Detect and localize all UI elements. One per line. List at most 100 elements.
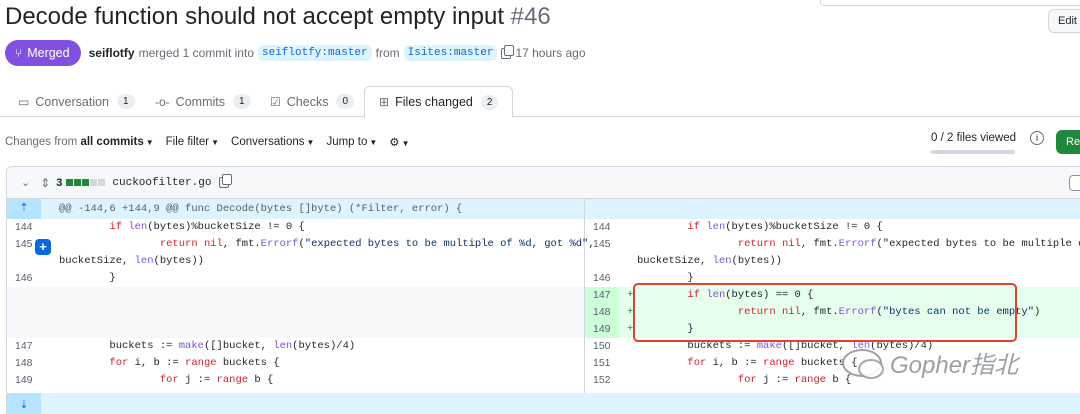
- tab-label: Conversation: [35, 94, 109, 109]
- code-line: for i, b := range buckets {: [109, 357, 280, 369]
- base-branch[interactable]: seiflotfy:master: [258, 45, 372, 61]
- info-icon[interactable]: i: [1030, 131, 1044, 145]
- changes-from-menu[interactable]: Changes from all commits▼: [5, 136, 154, 148]
- code-line-wrap: bucketSize, len(bytes)): [637, 255, 782, 267]
- files-viewed: 0 / 2 files viewed: [931, 132, 1017, 144]
- added-line-gutter: [585, 287, 619, 304]
- line-number[interactable]: 149: [593, 323, 611, 335]
- merge-icon: ⑂: [15, 46, 23, 60]
- hunk-header-text: @@ -144,6 +144,9 @@ func Decode(bytes []…: [59, 203, 463, 215]
- file-header: ⌄ ⇕ 3 cuckoofilter.go: [7, 167, 1080, 199]
- code-line-wrap: bucketSize, len(bytes)): [59, 255, 204, 267]
- code-line: buckets := make([]bucket, len(bytes)/4): [59, 340, 356, 352]
- tab-count: 1: [117, 94, 135, 109]
- settings-menu[interactable]: ⚙▼: [389, 135, 409, 149]
- expand-down-icon[interactable]: ⇣: [7, 393, 41, 414]
- code-line: }: [637, 323, 694, 335]
- line-number[interactable]: 147: [15, 340, 33, 352]
- conversations-label: Conversations: [231, 136, 305, 148]
- line-number[interactable]: 144: [593, 221, 611, 233]
- added-line-bg: [619, 287, 1080, 304]
- edit-button[interactable]: Edit: [1048, 9, 1080, 33]
- code-line: if len(bytes)%bucketSize != 0 {: [687, 221, 883, 233]
- copy-icon[interactable]: [219, 174, 233, 188]
- added-line-gutter: [585, 304, 619, 321]
- line-number[interactable]: 145: [15, 238, 33, 250]
- highlight-box: [633, 283, 1017, 342]
- pr-tabs: ▭ Conversation 1 -o- Commits 1 ☑ Checks …: [0, 86, 1080, 118]
- tab-label: Files changed: [395, 95, 473, 109]
- code-line: for j := range b {: [159, 374, 274, 386]
- line-number[interactable]: 151: [593, 357, 611, 369]
- code-line: if len(bytes) == 0 {: [687, 289, 814, 301]
- code-line: return nil, fmt.Errorf("expected bytes t…: [737, 238, 1080, 250]
- merge-action: merged 1 commit into: [138, 46, 254, 60]
- tab-commits[interactable]: -o- Commits 1: [155, 86, 251, 117]
- caret-down-icon: ▼: [401, 139, 410, 148]
- viewed-checkbox[interactable]: [1069, 175, 1080, 191]
- added-marker: +: [627, 306, 634, 318]
- file-diff: ⌄ ⇕ 3 cuckoofilter.go ⇡ @@ -144,6 +144,9…: [6, 166, 1080, 414]
- jump-to-label: Jump to: [326, 136, 368, 148]
- conversations-menu[interactable]: Conversations▼: [231, 136, 314, 148]
- line-number[interactable]: 148: [593, 306, 611, 318]
- line-number[interactable]: 144: [15, 221, 33, 233]
- added-line-bg: [619, 304, 1080, 321]
- tab-conversation[interactable]: ▭ Conversation 1: [18, 86, 135, 117]
- review-changes-button[interactable]: Re: [1056, 130, 1080, 154]
- tab-files-changed[interactable]: ⊞ Files changed 2: [364, 86, 514, 118]
- code-line: return nil, fmt.Errorf("bytes can not be…: [737, 306, 1041, 318]
- status-badge: ⑂ Merged: [5, 40, 81, 66]
- code-line: for i, b := range buckets {: [687, 357, 858, 369]
- line-number[interactable]: 152: [593, 374, 611, 386]
- comment-icon: ▭: [18, 94, 30, 109]
- hunk-footer: ⇣: [7, 393, 1080, 414]
- pr-meta: ⑂ Merged seiflotfy merged 1 commit into …: [5, 40, 586, 66]
- file-name[interactable]: cuckoofilter.go: [112, 176, 212, 189]
- expand-icon[interactable]: ⇕: [40, 175, 51, 190]
- author-link[interactable]: seiflotfy: [88, 46, 135, 60]
- copy-icon[interactable]: [501, 44, 515, 59]
- code-line: buckets := make([]bucket, len(bytes)/4): [637, 340, 934, 352]
- expand-up-icon[interactable]: ⇡: [7, 199, 41, 219]
- merge-time: 17 hours ago: [515, 46, 586, 60]
- chevron-down-icon[interactable]: ⌄: [21, 177, 31, 189]
- header-border: [820, 0, 1080, 6]
- gear-icon: ⚙: [389, 137, 400, 149]
- line-number[interactable]: 149: [15, 374, 33, 386]
- changes-prefix: Changes from: [5, 136, 78, 148]
- added-line-gutter: [585, 321, 619, 338]
- tab-label: Checks: [286, 94, 329, 109]
- code-line: return nil, fmt.Errorf("expected bytes t…: [159, 238, 595, 250]
- changes-value: all commits: [80, 136, 144, 148]
- code-line: if len(bytes)%bucketSize != 0 {: [109, 221, 305, 233]
- jump-to-menu[interactable]: Jump to▼: [326, 136, 377, 148]
- code-line: }: [637, 272, 694, 284]
- change-count: 3: [56, 176, 63, 189]
- line-number[interactable]: 145: [593, 238, 611, 250]
- head-branch[interactable]: Isites:master: [403, 45, 498, 61]
- files-viewed-progress: [931, 150, 1015, 154]
- added-marker: +: [627, 323, 634, 335]
- diff-toolbar: Changes from all commits▼ File filter▼ C…: [5, 134, 422, 150]
- line-number[interactable]: 146: [593, 272, 611, 284]
- commit-icon: -o-: [155, 94, 170, 109]
- line-number[interactable]: 148: [15, 357, 33, 369]
- watermark: Gopher指北: [842, 345, 1018, 380]
- line-number[interactable]: 147: [593, 289, 611, 301]
- line-number[interactable]: 146: [15, 272, 33, 284]
- add-comment-button[interactable]: +: [35, 239, 51, 255]
- caret-down-icon: ▼: [145, 138, 154, 147]
- file-filter-menu[interactable]: File filter▼: [166, 136, 219, 148]
- caret-down-icon: ▼: [369, 138, 378, 147]
- line-number[interactable]: 150: [593, 340, 611, 352]
- file-filter-label: File filter: [165, 136, 210, 148]
- tab-checks[interactable]: ☑ Checks 0: [270, 86, 355, 117]
- split-divider: [584, 199, 585, 393]
- pr-number: #46: [510, 3, 551, 30]
- status-label: Merged: [27, 46, 70, 60]
- tab-count: 2: [480, 94, 499, 110]
- empty-left-block: [7, 287, 584, 338]
- from-word: from: [375, 46, 400, 60]
- watermark-text: Gopher指北: [890, 352, 1019, 379]
